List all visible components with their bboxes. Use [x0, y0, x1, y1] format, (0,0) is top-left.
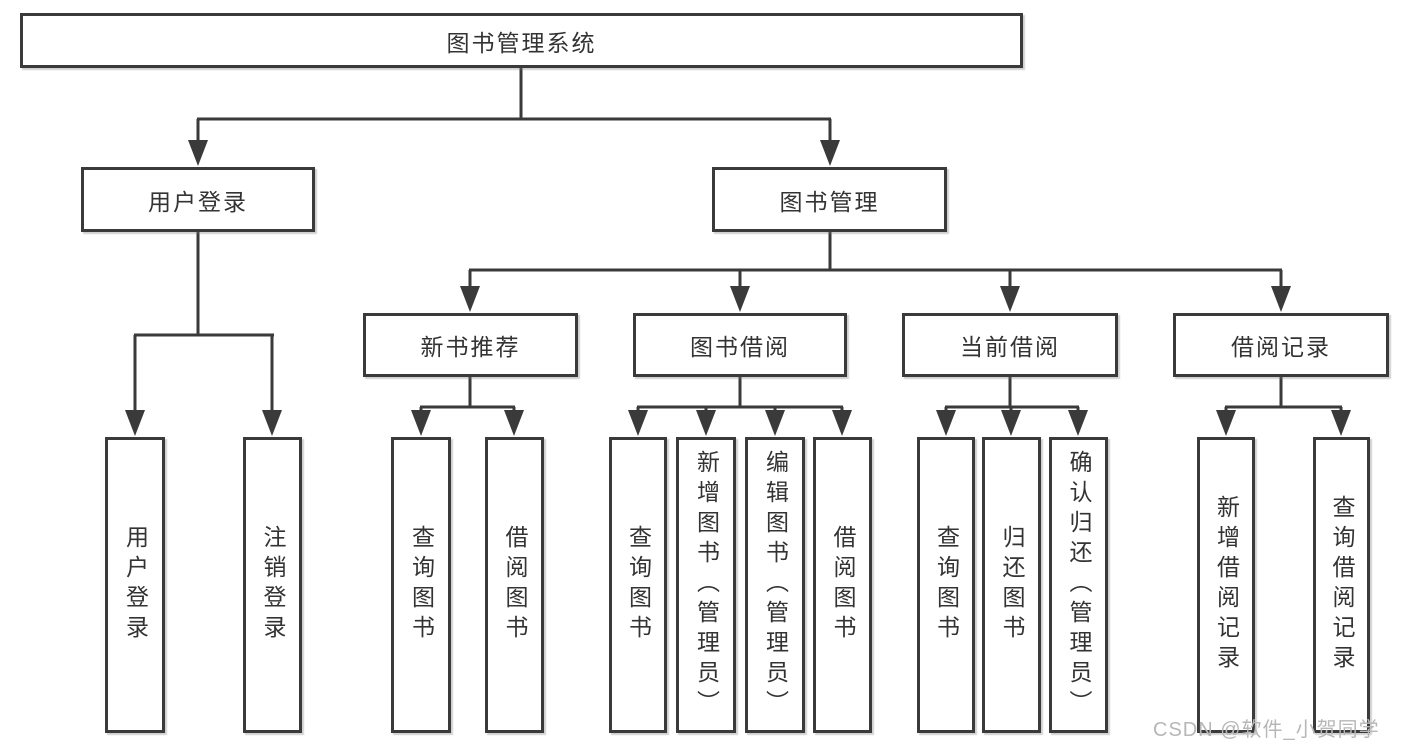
- leaf-query-books-2: 查询图书: [609, 437, 667, 733]
- leaf-borrow-books-2: 借阅图书: [813, 437, 872, 733]
- arrow-icon: [696, 410, 716, 436]
- leaf-edit-books-admin: 编辑图书（管理员）: [745, 437, 805, 733]
- node-current-borrow: 当前借阅: [902, 313, 1118, 377]
- leaf-add-borrow-record: 新增借阅记录: [1197, 437, 1255, 733]
- arrow-icon: [1068, 410, 1088, 436]
- node-root: 图书管理系统: [20, 13, 1023, 68]
- arrow-icon: [460, 286, 480, 312]
- arrow-icon: [936, 410, 956, 436]
- arrow-icon: [820, 140, 840, 166]
- arrow-icon: [730, 286, 750, 312]
- node-user-login: 用户登录: [81, 167, 315, 232]
- arrow-icon: [1271, 286, 1291, 312]
- watermark: CSDN @软件_小贺同学: [1153, 719, 1380, 741]
- arrow-icon: [832, 410, 852, 436]
- node-borrow-records: 借阅记录: [1173, 313, 1389, 377]
- arrow-icon: [188, 140, 208, 166]
- arrow-icon: [125, 410, 145, 436]
- leaf-user-login: 用户登录: [105, 437, 165, 733]
- arrowhead-group: [125, 140, 1351, 436]
- arrow-icon: [1000, 286, 1020, 312]
- arrow-icon: [628, 410, 648, 436]
- arrow-icon: [1331, 410, 1351, 436]
- arrow-icon: [765, 410, 785, 436]
- node-book-management: 图书管理: [712, 167, 947, 232]
- arrow-icon: [1216, 410, 1236, 436]
- node-book-borrow: 图书借阅: [633, 313, 847, 377]
- arrow-icon: [504, 410, 524, 436]
- leaf-logout: 注销登录: [243, 437, 302, 733]
- leaf-confirm-return-admin: 确认归还（管理员）: [1049, 437, 1108, 733]
- leaf-borrow-books-1: 借阅图书: [485, 437, 544, 733]
- leaf-query-books-3: 查询图书: [917, 437, 975, 733]
- arrow-icon: [1001, 410, 1021, 436]
- arrow-icon: [411, 410, 431, 436]
- node-new-book-recommend: 新书推荐: [363, 313, 578, 377]
- leaf-return-books: 归还图书: [982, 437, 1041, 733]
- leaf-query-borrow-record: 查询借阅记录: [1313, 437, 1370, 733]
- leaf-query-books-1: 查询图书: [391, 437, 451, 733]
- arrow-icon: [262, 410, 282, 436]
- leaf-add-books-admin: 新增图书（管理员）: [676, 437, 736, 733]
